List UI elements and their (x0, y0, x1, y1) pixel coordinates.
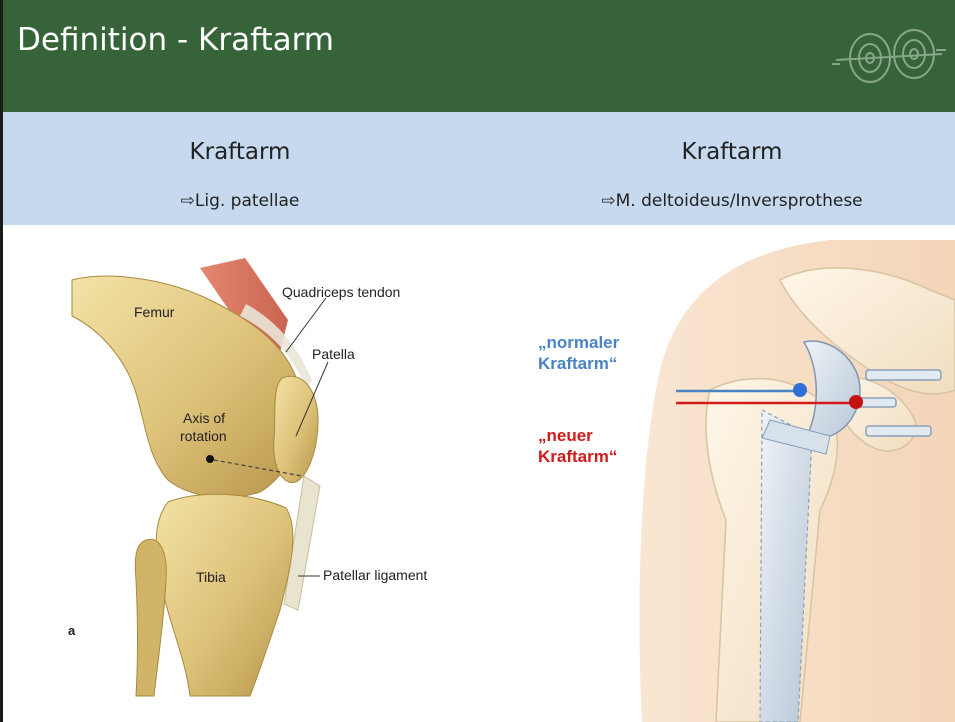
left-column-subheading: ⇨Lig. patellae (120, 191, 360, 211)
normal-lever-label-line2: Kraftarm“ (538, 353, 617, 374)
label-patellar-ligament: Patellar ligament (323, 567, 427, 583)
label-patella: Patella (312, 346, 355, 362)
label-axis-line2: rotation (180, 428, 227, 444)
label-quadriceps-tendon: Quadriceps tendon (282, 284, 400, 300)
right-subheading-text: M. deltoideus/Inversprothese (616, 191, 863, 211)
left-subheading-text: Lig. patellae (195, 191, 299, 211)
panel-label: a (68, 623, 75, 638)
label-femur: Femur (134, 304, 174, 320)
right-column-subheading: ⇨M. deltoideus/Inversprothese (540, 191, 924, 211)
arrow-right-icon: ⇨ (601, 191, 615, 211)
slide-title: Definition - Kraftarm (17, 22, 334, 58)
left-column-heading: Kraftarm (140, 139, 340, 165)
label-axis-line1: Axis of (183, 410, 225, 426)
normal-lever-label-line1: „normaler (538, 332, 619, 353)
shoulder-prosthesis-illustration (630, 240, 955, 722)
new-lever-label-line2: Kraftarm“ (538, 446, 617, 467)
title-bar: Definition - Kraftarm (3, 0, 955, 112)
right-column-heading: Kraftarm (632, 139, 832, 165)
label-tibia: Tibia (196, 569, 226, 585)
arrow-right-icon: ⇨ (181, 191, 195, 211)
knee-anatomy-illustration (50, 240, 480, 710)
dumbbell-logo-icon (830, 20, 948, 92)
new-lever-label-line1: „neuer (538, 425, 593, 446)
